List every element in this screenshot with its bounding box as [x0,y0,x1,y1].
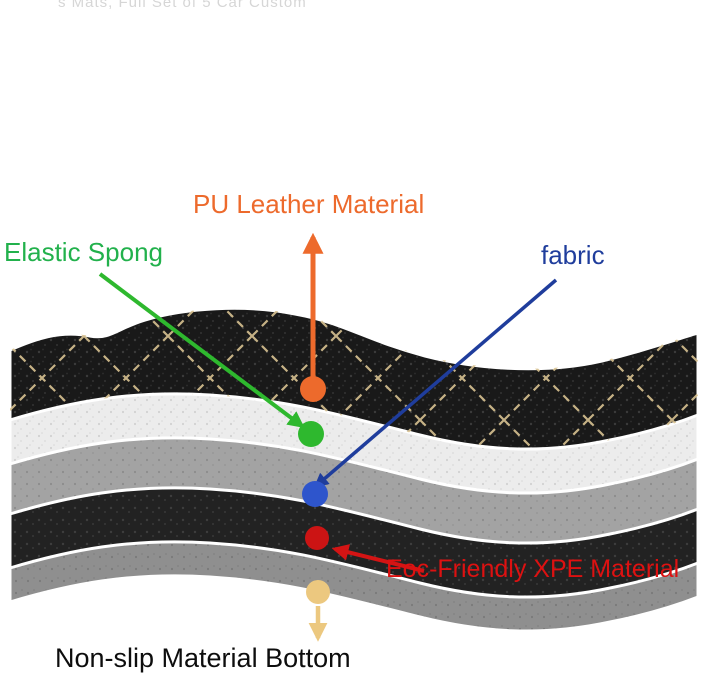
elastic-sponge-dot [298,421,324,447]
label-non-slip-bottom: Non-slip Material Bottom [55,643,351,673]
xpe-arrow [331,544,425,573]
label-pu-leather-material: PU Leather Material [193,189,425,219]
label-xpe-material: Eoc-Friendly XPE Material [386,555,680,583]
xpe-dot [305,526,329,550]
leather-stitch-pattern [10,308,698,450]
label-fabric: fabric [541,240,605,270]
fabric-dot [302,481,328,507]
label-elastic-sponge: Elastic Spong [4,237,163,267]
watermark-text: s Mats, Full Set of 5 Car Custom [58,0,307,11]
pu-leather-dot [300,376,326,402]
fabric-arrow [313,278,558,488]
non-slip-dot [306,580,330,604]
elastic-sponge-arrow [98,272,305,429]
